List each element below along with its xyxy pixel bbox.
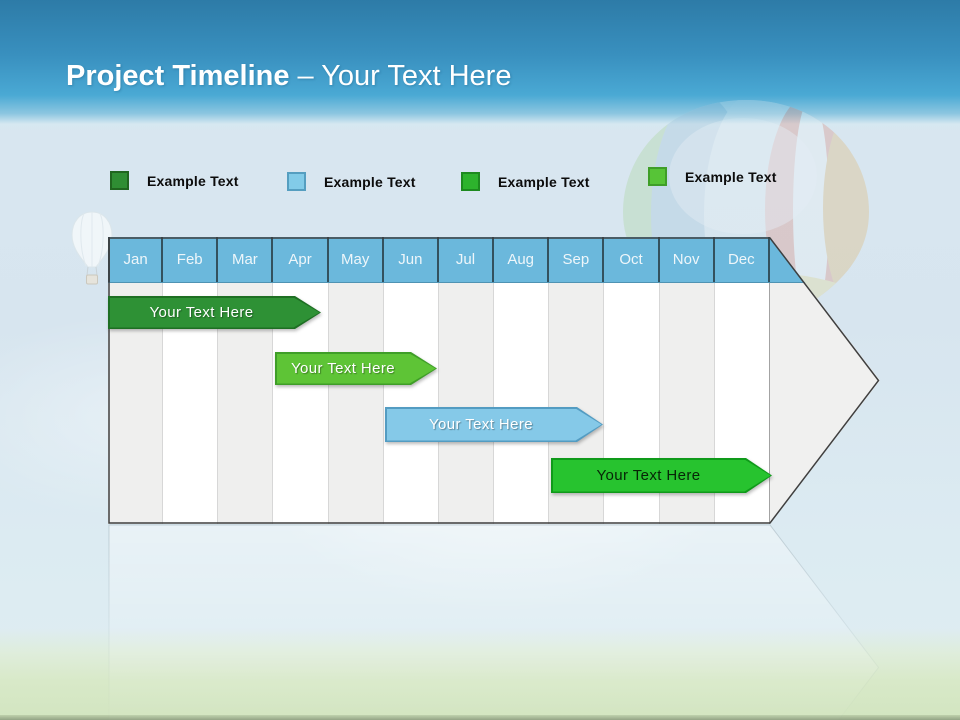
title-suffix: – Your Text Here (289, 60, 512, 92)
grid-column (494, 283, 550, 524)
month-cell-may[interactable]: May (329, 237, 384, 282)
gantt-bar-3[interactable]: Your Text Here (385, 407, 603, 442)
grid-column (438, 283, 495, 524)
month-cell-jan[interactable]: Jan (108, 237, 164, 282)
header-band (0, 0, 960, 132)
bar-label: Your Text Here (596, 467, 701, 484)
timeline-reflection (108, 524, 880, 720)
legend-item[interactable]: Example Text (648, 167, 777, 186)
bar-label: Your Text Here (291, 360, 395, 377)
month-cell-jul[interactable]: Jul (439, 237, 495, 282)
month-cell-oct[interactable]: Oct (604, 237, 660, 282)
page-title[interactable]: Project Timeline – Your Text Here (66, 60, 511, 93)
legend-item[interactable]: Example Text (287, 172, 416, 191)
grid-column (383, 283, 439, 524)
month-cell-nov[interactable]: Nov (660, 237, 715, 282)
gantt-bar-4[interactable]: Your Text Here (551, 458, 772, 493)
month-header-row: Jan Feb Mar Apr May Jun Jul Aug Sep Oct … (108, 237, 880, 283)
legend-label: Example Text (147, 172, 239, 189)
month-cell-jun[interactable]: Jun (384, 237, 439, 282)
hot-air-balloon-small-icon (70, 210, 114, 295)
bar-label: Your Text Here (149, 304, 254, 321)
month-cell-feb[interactable]: Feb (163, 237, 219, 282)
month-cell-apr[interactable]: Apr (273, 237, 329, 282)
title-main: Project Timeline (66, 60, 290, 92)
legend-swatch-dark-green (110, 171, 129, 190)
bar-label: Your Text Here (429, 416, 533, 433)
month-cell-sep[interactable]: Sep (549, 237, 605, 282)
gantt-bar-1[interactable]: Your Text Here (108, 296, 321, 329)
legend-swatch-light-blue (287, 172, 306, 191)
gantt-bar-2[interactable]: Your Text Here (275, 352, 437, 385)
legend-label: Example Text (324, 173, 416, 190)
month-cell-mar[interactable]: Mar (218, 237, 274, 282)
grid-column (328, 283, 384, 524)
legend-label: Example Text (498, 173, 590, 190)
legend-item[interactable]: Example Text (461, 172, 590, 191)
legend-swatch-bright-green (648, 167, 667, 186)
legend-item[interactable]: Example Text (110, 171, 239, 190)
legend-swatch-green (461, 172, 480, 191)
month-cell-aug[interactable]: Aug (494, 237, 550, 282)
legend-label: Example Text (685, 168, 777, 185)
month-cell-dec[interactable]: Dec (715, 237, 770, 282)
